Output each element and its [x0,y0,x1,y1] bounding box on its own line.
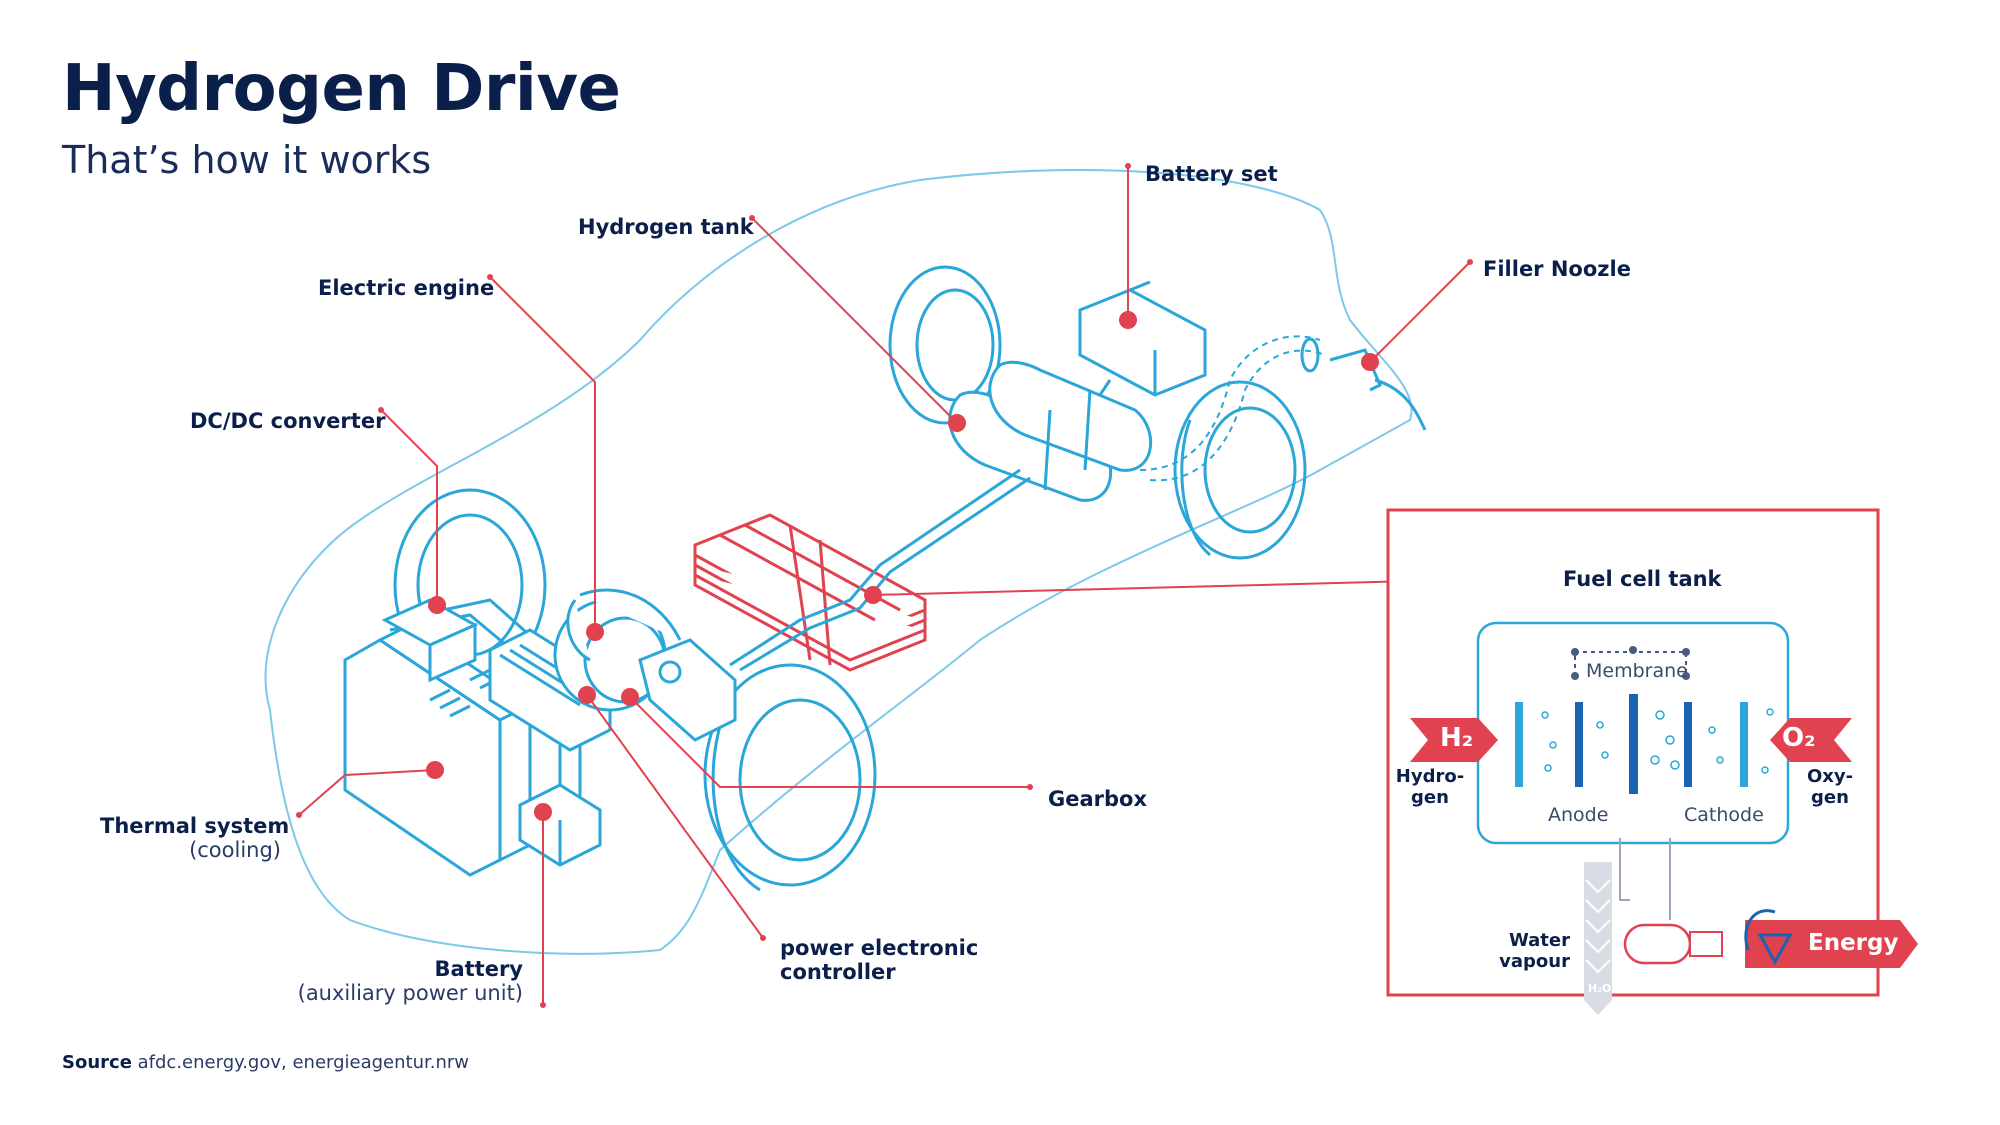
battery-set-block [1078,280,1207,397]
fuel-cell-inset [1386,508,1918,1015]
particles [1541,708,1774,774]
dcdc-converter-block [381,598,479,683]
oxygen-label: Oxy- gen [1806,766,1854,808]
anode-label: Anode [1548,804,1609,826]
wheel-rear-right [1173,380,1307,560]
leader-lines [298,166,1471,1005]
label-thermal-system: Thermal system (cooling) [100,814,289,862]
membrane-connector [1574,651,1687,676]
o2-label: O₂ [1782,723,1816,753]
energy-label: Energy [1808,930,1899,956]
fuel-cell-title: Fuel cell tank [1563,567,1722,591]
power-controller-line2: controller [780,960,896,984]
h2o-label: H₂O [1588,982,1612,995]
label-hydrogen-tank: Hydrogen tank [578,215,754,239]
power-controller-line1: power electronic [780,936,979,960]
label-electric-engine: Electric engine [318,276,495,300]
circuit-wires [1619,838,1671,920]
cathode-label: Cathode [1684,804,1764,826]
source-line: Source afdc.energy.gov, energieagentur.n… [62,1052,469,1073]
label-battery: Battery (auxiliary power unit) [290,957,523,1005]
h2-label: H₂ [1440,723,1474,753]
hydrogen-label: Hydro- gen [1395,766,1465,808]
car-body-outline [264,169,1413,955]
auxiliary-battery-block [518,783,602,867]
load-bulb [1623,923,1692,965]
gearbox-block [638,638,737,742]
page-subtitle: That’s how it works [62,138,432,182]
membrane-label: Membrane [1586,660,1688,682]
page-title: Hydrogen Drive [62,52,621,126]
cables [729,379,1112,672]
leader-dots [296,163,1473,1008]
thermal-system-subtitle: (cooling) [189,838,281,862]
water-vapour-label: Water vapour [1499,930,1570,972]
electrode-bars [1515,694,1748,794]
label-dcdc-converter: DC/DC converter [190,409,386,433]
source-text: afdc.energy.gov, energieagentur.nrw [137,1052,470,1073]
source-label: Source [62,1052,132,1073]
thermal-system-title: Thermal system [100,814,290,838]
water-vapour-arrow [1584,862,1612,1015]
battery-subtitle: (auxiliary power unit) [297,981,523,1005]
label-filler-noozle: Filler Noozle [1483,257,1631,281]
label-gearbox: Gearbox [1048,787,1148,811]
h2-arrow [1410,718,1498,762]
hydrogen-tanks [948,360,1152,502]
o2-arrow [1770,718,1852,762]
battery-title: Battery [434,957,523,981]
energy-arrow [1745,920,1918,968]
label-battery-set: Battery set [1145,162,1278,186]
label-power-electronic-controller: power electronic controller [780,936,978,984]
fuel-lines [1139,335,1326,482]
fuel-cell-stack [693,513,927,672]
power-controller-block [488,628,612,752]
